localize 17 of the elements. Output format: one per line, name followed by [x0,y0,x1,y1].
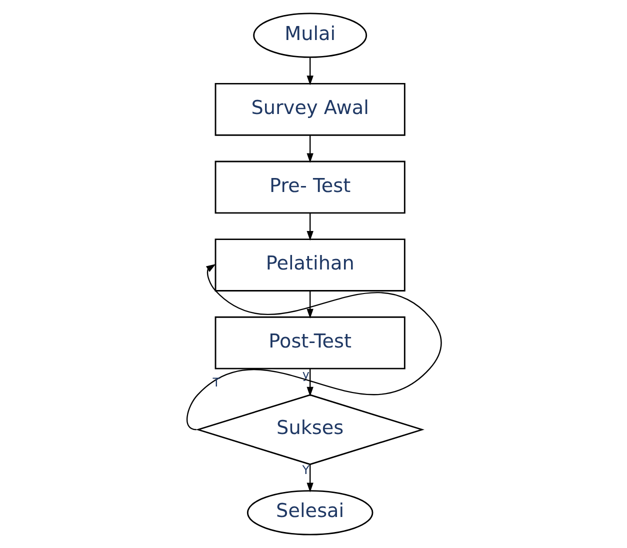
node-box: Post-Test [214,316,405,370]
edge-label: y [302,367,309,382]
node-diamond: Sukses [195,394,424,466]
node-box: Pelatihan [214,238,405,292]
node-box: Survey Awal [214,82,405,136]
arrow [306,58,313,86]
arrow [306,213,313,241]
edge-label: Y [302,462,310,477]
arrow [306,368,313,396]
arrow [306,135,313,163]
arrow [306,464,313,492]
node-ellipse: Mulai [252,12,367,58]
node-ellipse: Selesai [246,490,373,536]
edge-label: T [212,376,220,390]
arrow [306,290,313,318]
node-box: Pre- Test [214,160,405,214]
arrow [186,264,442,430]
